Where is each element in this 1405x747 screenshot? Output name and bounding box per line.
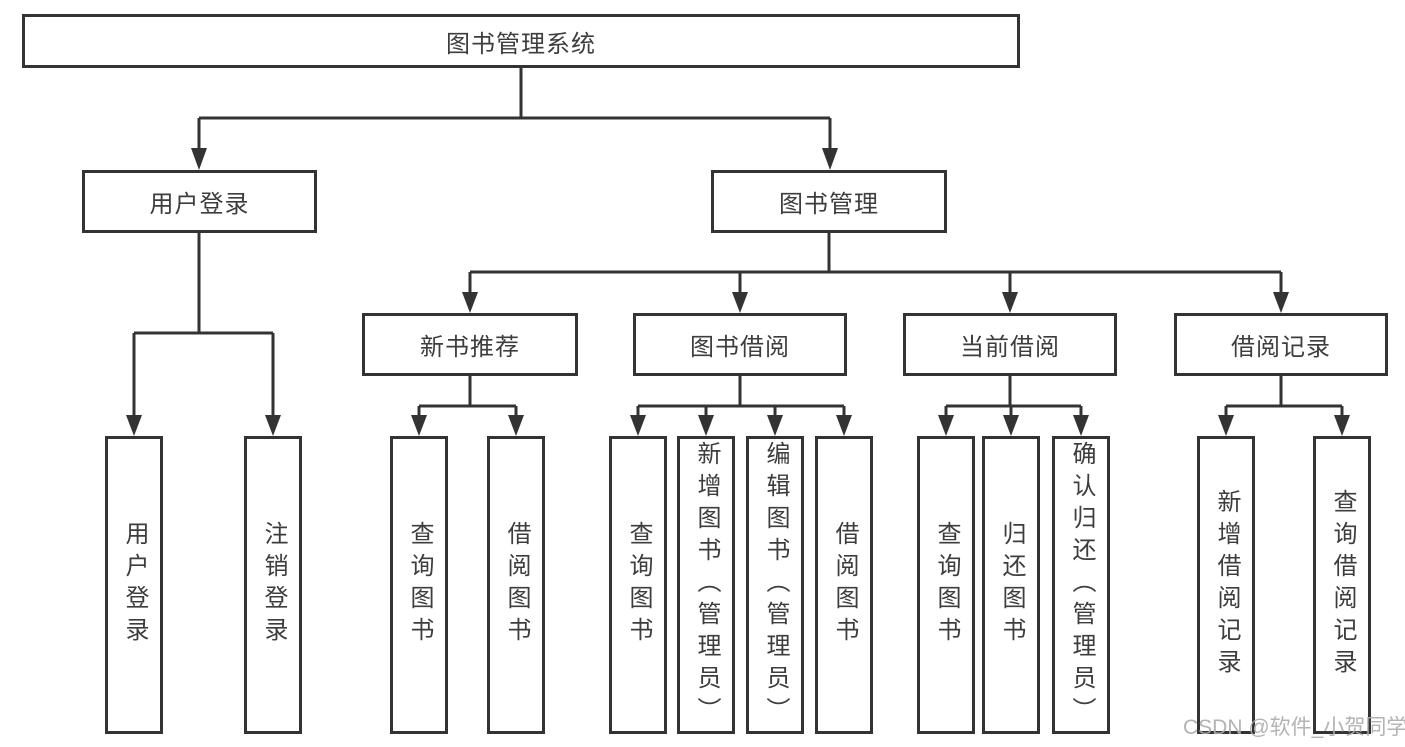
node-add-book-admin: 新增图书（管理员） [677,436,735,734]
node-book-borrowing: 图书借阅 [633,313,847,376]
node-confirm-return-admin: 确认归还（管理员） [1052,436,1110,734]
node-add-book-admin-label: 新增图书（管理员） [693,441,720,729]
node-logout-label: 注销登录 [260,521,287,649]
node-book-management-label: 图书管理 [779,191,879,218]
node-book-management: 图书管理 [711,170,947,233]
node-borrowing-records-label: 借阅记录 [1231,334,1331,361]
node-logout: 注销登录 [244,436,302,734]
node-query-book-borrow: 查询图书 [609,436,667,734]
node-library-system: 图书管理系统 [22,14,1020,68]
csdn-watermark: CSDN @软件_小贺同学 [1183,716,1405,739]
node-add-borrow-record: 新增借阅记录 [1197,436,1255,734]
node-return-book: 归还图书 [982,436,1040,734]
node-edit-book-admin-label: 编辑图书（管理员） [762,441,789,729]
node-user-login-label: 用户登录 [149,191,250,218]
node-query-book-recommend: 查询图书 [390,436,448,734]
node-return-book-label: 归还图书 [998,521,1025,649]
node-user-login-leaf-label: 用户登录 [121,521,148,649]
node-query-current-borrow: 查询图书 [917,436,975,734]
node-current-borrowing-label: 当前借阅 [960,334,1060,361]
node-library-system-label: 图书管理系统 [446,30,596,58]
node-user-login-leaf: 用户登录 [105,436,163,734]
node-borrowing-records: 借阅记录 [1174,313,1388,376]
node-confirm-return-admin-label: 确认归还（管理员） [1068,441,1095,729]
node-edit-book-admin: 编辑图书（管理员） [746,436,804,734]
node-query-borrow-record-label: 查询借阅记录 [1329,489,1356,681]
node-borrow-book-label: 借阅图书 [831,521,858,649]
node-user-login: 用户登录 [82,170,317,233]
node-add-borrow-record-label: 新增借阅记录 [1213,489,1240,681]
node-query-borrow-record: 查询借阅记录 [1313,436,1371,734]
node-borrow-book-recommend: 借阅图书 [487,436,545,734]
node-book-borrowing-label: 图书借阅 [690,334,790,361]
node-borrow-book: 借阅图书 [815,436,873,734]
node-query-book-borrow-label: 查询图书 [625,521,652,649]
node-new-book-recommend: 新书推荐 [362,313,578,376]
node-current-borrowing: 当前借阅 [903,313,1117,376]
node-new-book-recommend-label: 新书推荐 [420,334,520,361]
node-query-book-recommend-label: 查询图书 [406,521,433,649]
node-borrow-book-recommend-label: 借阅图书 [503,521,530,649]
node-query-current-borrow-label: 查询图书 [933,521,960,649]
